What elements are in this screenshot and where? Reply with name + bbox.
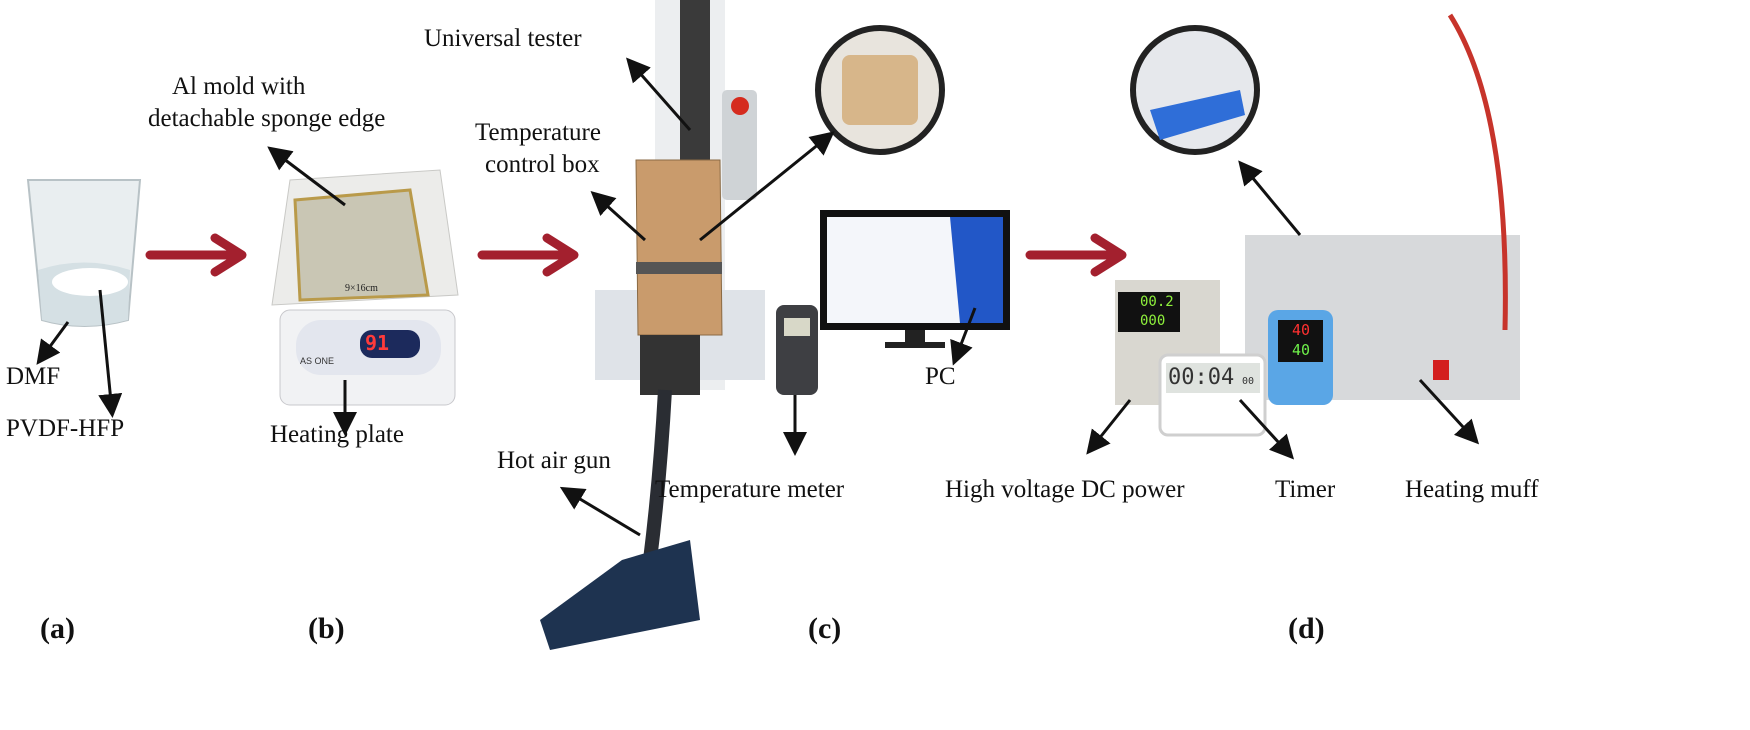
panel-label-c: (c) — [808, 612, 842, 645]
panel-label-b: (b) — [308, 612, 345, 645]
label-pvdf-hfp: PVDF-HFP — [6, 415, 125, 442]
pointer-arrows — [36, 57, 1480, 537]
flow-arrow-b-c — [477, 233, 579, 277]
muff-pv-display: 40 — [1292, 321, 1311, 339]
muff-sv-display: 40 — [1292, 341, 1311, 359]
panel-label-a: (a) — [40, 612, 75, 645]
label-al-mold-1: Al mold with — [172, 73, 306, 100]
label-hot-air-gun: Hot air gun — [497, 447, 611, 474]
mold-note: 9×16cm — [345, 283, 378, 294]
label-pc: PC — [925, 363, 956, 390]
flow-arrows — [145, 233, 1127, 277]
universal-tester-photo — [540, 0, 1010, 650]
timer-sub-display: 00 — [1242, 376, 1255, 387]
beaker-photo — [26, 179, 142, 327]
electrospinning-setup-photo — [1115, 13, 1520, 437]
hotplate-photo — [271, 169, 459, 406]
label-temp-box-1: Temperature — [475, 119, 601, 146]
label-universal-tester: Universal tester — [424, 25, 582, 52]
power-voltage-display: 00.2 — [1140, 294, 1174, 310]
timer-display: 00:04 — [1168, 365, 1235, 390]
power-current-display: 000 — [1140, 313, 1166, 329]
label-heating-plate: Heating plate — [270, 421, 404, 448]
label-timer: Timer — [1275, 476, 1336, 503]
label-temp-box-2: control box — [485, 151, 600, 178]
hotplate-brand: AS ONE — [300, 356, 335, 366]
panel-label-d: (d) — [1288, 612, 1325, 645]
label-temperature-meter: Temperature meter — [655, 476, 845, 503]
label-heating-muff: Heating muff — [1405, 476, 1539, 503]
label-dmf: DMF — [6, 363, 61, 390]
flow-arrow-c-d — [1025, 233, 1127, 277]
hotplate-temp-display: 91 — [365, 331, 390, 355]
label-hv-power: High voltage DC power — [945, 476, 1185, 503]
flow-arrow-a-b — [145, 233, 247, 277]
label-al-mold-2: detachable sponge edge — [148, 105, 386, 132]
